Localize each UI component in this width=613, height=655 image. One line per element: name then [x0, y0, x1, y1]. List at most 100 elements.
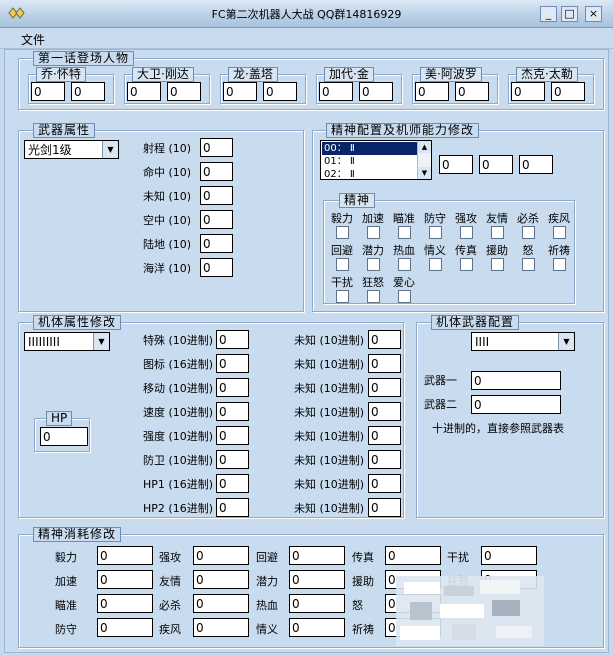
spirit-cost-input[interactable]: 0	[481, 546, 537, 565]
spirit-cost-label: 祈祷	[352, 623, 374, 636]
spirit-checkbox[interactable]	[491, 226, 504, 239]
character-field-a[interactable]: 0	[223, 82, 257, 101]
spirit-checkbox[interactable]	[398, 258, 411, 271]
minimize-button[interactable]: _	[540, 6, 557, 22]
scroll-up-icon[interactable]: ▲	[418, 141, 431, 153]
weapon-note: 十进制的，直接参照武器表	[432, 422, 564, 435]
scroll-down-icon[interactable]: ▼	[418, 167, 431, 179]
spirit-cost-input[interactable]: 0	[97, 618, 153, 637]
spirit-checkbox[interactable]	[336, 258, 349, 271]
pilot-list-item[interactable]: 02： Ⅱ	[324, 169, 355, 180]
spirit-cost-input[interactable]: 0	[193, 618, 249, 637]
close-button[interactable]: ×	[585, 6, 602, 22]
machine-field-input[interactable]: 0	[216, 378, 249, 397]
spirit-cost-input[interactable]: 0	[385, 546, 441, 565]
machine-unknown-input[interactable]: 0	[368, 354, 401, 373]
spirit-checkbox[interactable]	[336, 226, 349, 239]
machine-unknown-label: 未知 (10进制)	[294, 502, 365, 515]
spirit-cost-input[interactable]: 0	[289, 570, 345, 589]
machine-unknown-input[interactable]: 0	[368, 498, 401, 517]
pilot-list-item[interactable]: 01： Ⅱ	[324, 156, 355, 167]
character-name: 大卫·刚达	[132, 67, 194, 82]
machine-field-input[interactable]: 0	[216, 354, 249, 373]
character-field-b[interactable]: 0	[71, 82, 105, 101]
weapon-field-input[interactable]: 0	[200, 258, 233, 277]
spirit-checkbox[interactable]	[367, 226, 380, 239]
weapon-field-input[interactable]: 0	[200, 234, 233, 253]
machine-field-label: HP2 (16进制)	[143, 502, 213, 515]
spirit-checkbox[interactable]	[367, 258, 380, 271]
spirit-cost-input[interactable]: 0	[97, 546, 153, 565]
pilot-stat-3[interactable]: 0	[519, 155, 553, 174]
spirit-checkbox[interactable]	[336, 290, 349, 303]
spirit-cost-input[interactable]: 0	[289, 594, 345, 613]
hp-input[interactable]: 0	[40, 427, 88, 446]
character-field-b[interactable]: 0	[359, 82, 393, 101]
title-bar[interactable]	[0, 0, 613, 28]
character-field-a[interactable]: 0	[415, 82, 449, 101]
machine-weapon-select[interactable]: IIII ▼	[471, 332, 575, 351]
character-name: 加代·金	[324, 67, 374, 82]
machine-field-input[interactable]: 0	[216, 402, 249, 421]
machine-field-input[interactable]: 0	[216, 474, 249, 493]
machine-field-input[interactable]: 0	[216, 498, 249, 517]
weapon-select[interactable]: 光剑1级 ▼	[24, 140, 119, 159]
spirit-cost-input[interactable]: 0	[193, 570, 249, 589]
machine-unknown-input[interactable]: 0	[368, 378, 401, 397]
weapon-field-input[interactable]: 0	[200, 210, 233, 229]
spirit-checkbox[interactable]	[429, 226, 442, 239]
spirit-checkbox[interactable]	[367, 290, 380, 303]
character-field-a[interactable]: 0	[127, 82, 161, 101]
pilot-list-scrollbar[interactable]: ▲ ▼	[417, 141, 431, 179]
spirit-checkbox[interactable]	[553, 226, 566, 239]
spirit-cost-input[interactable]: 0	[193, 546, 249, 565]
machine-unknown-input[interactable]: 0	[368, 450, 401, 469]
machine-unknown-input[interactable]: 0	[368, 330, 401, 349]
spirit-checkbox[interactable]	[553, 258, 566, 271]
machine-field-input[interactable]: 0	[216, 330, 249, 349]
spirit-cost-input[interactable]: 0	[97, 594, 153, 613]
machine-unknown-input[interactable]: 0	[368, 402, 401, 421]
machine-field-label: 防卫 (10进制)	[143, 454, 214, 467]
machine-select[interactable]: IIIIIIIII ▼	[24, 332, 110, 351]
spirit-cost-label: 回避	[256, 551, 278, 564]
weapon-field-input[interactable]: 0	[200, 186, 233, 205]
machine-field-input[interactable]: 0	[216, 426, 249, 445]
machine-unknown-input[interactable]: 0	[368, 426, 401, 445]
spirit-cost-input[interactable]: 0	[289, 546, 345, 565]
menu-file[interactable]: 文件	[21, 33, 46, 47]
spirit-checkbox[interactable]	[429, 258, 442, 271]
spirit-checkbox[interactable]	[460, 226, 473, 239]
spirit-checkbox[interactable]	[398, 226, 411, 239]
character-name: 美·阿波罗	[420, 67, 482, 82]
pilot-list-item[interactable]: 00： Ⅱ	[322, 142, 417, 155]
pilot-stat-2[interactable]: 0	[479, 155, 513, 174]
character-field-a[interactable]: 0	[511, 82, 545, 101]
machine-unknown-label: 未知 (10进制)	[294, 358, 365, 371]
spirit-checkbox[interactable]	[491, 258, 504, 271]
character-field-a[interactable]: 0	[319, 82, 353, 101]
spirit-cost-input[interactable]: 0	[289, 618, 345, 637]
spirit-checkbox[interactable]	[398, 290, 411, 303]
character-field-b[interactable]: 0	[455, 82, 489, 101]
machine-field-label: 速度 (10进制)	[143, 406, 214, 419]
pilot-stat-1[interactable]: 0	[439, 155, 473, 174]
machine-field-input[interactable]: 0	[216, 450, 249, 469]
weapon2-input[interactable]: 0	[471, 395, 561, 414]
character-field-b[interactable]: 0	[263, 82, 297, 101]
character-field-b[interactable]: 0	[551, 82, 585, 101]
spirit-checkbox[interactable]	[522, 226, 535, 239]
machine-unknown-input[interactable]: 0	[368, 474, 401, 493]
character-field-b[interactable]: 0	[167, 82, 201, 101]
spirit-checkbox[interactable]	[522, 258, 535, 271]
spirit-label: 怒	[522, 244, 534, 257]
spirit-cost-input[interactable]: 0	[193, 594, 249, 613]
spirit-cost-input[interactable]: 0	[97, 570, 153, 589]
spirit-checkbox[interactable]	[460, 258, 473, 271]
maximize-button[interactable]: □	[561, 6, 578, 22]
character-field-a[interactable]: 0	[31, 82, 65, 101]
weapon-field-input[interactable]: 0	[200, 138, 233, 157]
weapon-field-input[interactable]: 0	[200, 162, 233, 181]
weapon1-input[interactable]: 0	[471, 371, 561, 390]
